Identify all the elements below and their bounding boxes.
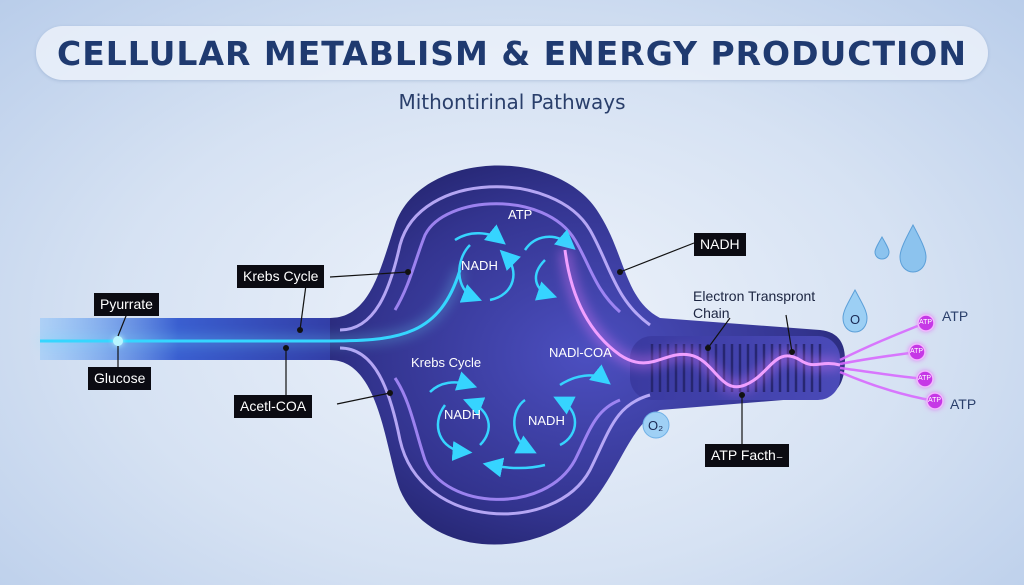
label-o2: O₂ (648, 418, 664, 433)
inner-nadh-top: NADH (461, 258, 498, 273)
atp-dot-label-2: ATP (910, 348, 924, 355)
inner-nadh-bottom-left: NADH (444, 407, 481, 422)
lower-cycle-arrows (429, 364, 611, 478)
label-pyurrate: Pyurrate (94, 293, 159, 316)
label-acetl-coa: Acetl-COA (234, 395, 313, 418)
label-nadh: NADH (694, 233, 746, 256)
title-banner: CELLULAR METABLISM & ENERGY PRODUCTION (36, 26, 988, 80)
label-atp-facth: ATP Facth₋ (705, 444, 790, 467)
atp-output-lines (839, 321, 936, 403)
page-subtitle: Mithontirinal Pathways (398, 90, 626, 114)
page-title: CELLULAR METABLISM & ENERGY PRODUCTION (57, 33, 967, 73)
inner-membrane-bottom (393, 377, 621, 501)
atp-output-bottom: ATP (950, 396, 977, 412)
oxygen-molecule (642, 411, 670, 439)
label-electron-transport-chain: Electron Transpront Chain (693, 288, 815, 322)
inner-krebs-cycle: Krebs Cycle (411, 355, 482, 370)
glucose-point (113, 336, 123, 346)
label-oxygen-drop: O (850, 312, 861, 327)
magenta-flow-line (563, 249, 841, 389)
atp-dot-label-3: ATP (918, 375, 932, 382)
upper-cycle-arrows (454, 224, 576, 303)
inner-membrane-top (393, 202, 621, 314)
outer-membrane-top (339, 185, 651, 332)
cyan-flow-line (40, 269, 462, 343)
atp-output-top: ATP (942, 308, 969, 324)
atp-molecules (908, 314, 944, 410)
water-drop-icons (842, 223, 927, 333)
atp-dot-label-4: ATP (928, 397, 942, 404)
leader-lines (117, 242, 793, 445)
inner-nadl-coa: NADl-COA (549, 345, 612, 360)
label-glucose: Glucose (88, 367, 152, 390)
atp-dot-label-1: ATP (919, 319, 933, 326)
inner-atp: ATP (508, 207, 533, 222)
outer-membrane-bottom (339, 346, 651, 516)
etc-label-text: Electron Transpront Chain (693, 288, 816, 321)
inner-nadh-bottom-right: NADH (528, 413, 565, 428)
label-krebs-cycle: Krebs Cycle (237, 265, 325, 288)
